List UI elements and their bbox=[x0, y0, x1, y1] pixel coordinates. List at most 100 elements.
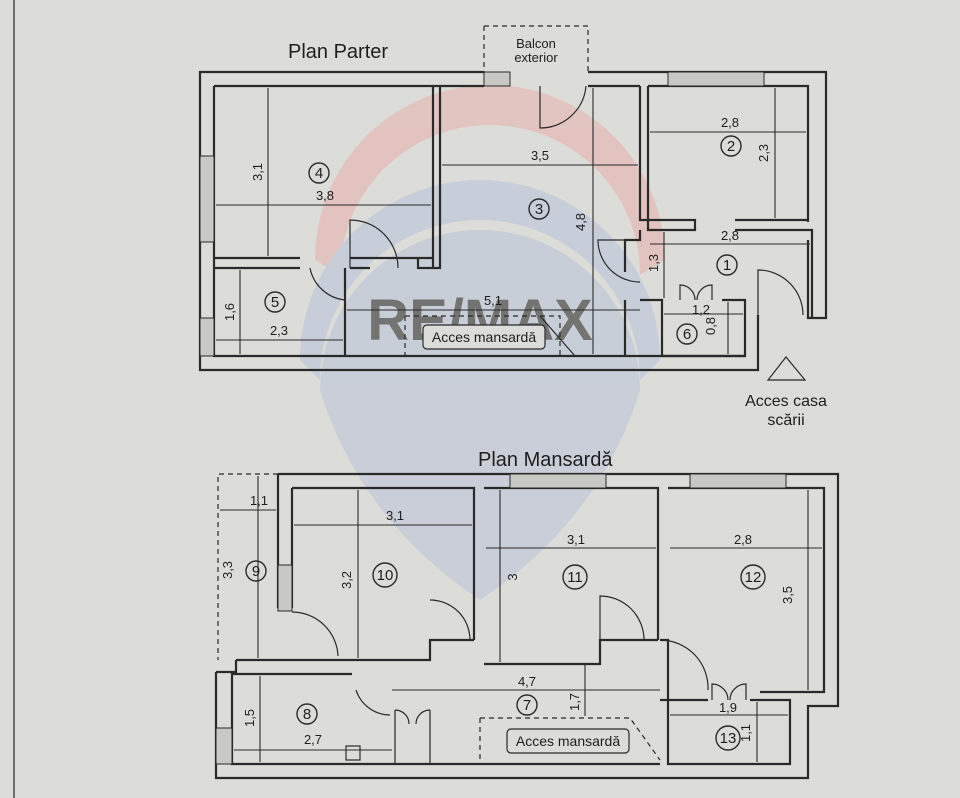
door-room-1 bbox=[597, 239, 641, 283]
watermark-balloon-top bbox=[315, 85, 665, 275]
dimension-label-room-9: 3,3 bbox=[220, 561, 235, 579]
window-room-8 bbox=[215, 727, 233, 765]
stair-access-triangle-icon bbox=[766, 356, 807, 381]
stair-access-label-line2: scării bbox=[767, 412, 804, 429]
ground-floor-title: Plan Parter bbox=[288, 41, 388, 63]
room-number: 13 bbox=[720, 730, 737, 747]
attic-access-label-attic: Acces mansardă bbox=[516, 733, 620, 749]
door-entrance bbox=[757, 269, 804, 316]
room-12-bottom-left-wall bbox=[660, 638, 670, 700]
dimension-label-room-3: 3,5 bbox=[531, 148, 549, 163]
window-room-10 bbox=[277, 564, 293, 612]
dimension-label-room-1: 2,8 bbox=[721, 228, 739, 243]
room-marker-2: 2 bbox=[720, 135, 742, 157]
remax-watermark: RE/MAX bbox=[300, 85, 665, 600]
ground-stairs bbox=[404, 315, 561, 356]
room-5-walls bbox=[214, 266, 370, 356]
window-room-12 bbox=[689, 473, 787, 489]
door-room-5 bbox=[309, 267, 346, 301]
attic-access-label-ground: Acces mansardă bbox=[432, 329, 536, 345]
dimension-label-room-7: 4,7 bbox=[518, 674, 536, 689]
dimension-label-room-12: 3,5 bbox=[780, 586, 795, 604]
dimension-label-room-13: 1,9 bbox=[719, 700, 737, 715]
dimension-values: 3,13,83,54,82,82,32,81,31,62,35,11,20,81… bbox=[220, 115, 795, 747]
door-room-8 bbox=[355, 689, 391, 716]
window-room-11 bbox=[509, 473, 607, 489]
dimension-label-room-7: 1,7 bbox=[567, 693, 582, 711]
attic-access-box-attic bbox=[506, 728, 630, 754]
dimension-label-room-3: 4,8 bbox=[573, 213, 588, 231]
room-marker-11: 11 bbox=[562, 564, 588, 590]
room-marker-6: 6 bbox=[676, 323, 698, 345]
room-number: 4 bbox=[315, 165, 323, 182]
door-room-13 bbox=[711, 683, 747, 701]
balcony-outline bbox=[483, 25, 589, 74]
dimension-label-room-13: 1,1 bbox=[738, 724, 753, 742]
room-number: 9 bbox=[252, 563, 260, 580]
dimension-label-room-4: 3,1 bbox=[250, 163, 265, 181]
attic-access-box-ground bbox=[422, 324, 546, 350]
attic-floor-plan: Plan Mansardă Acces mansardă bbox=[214, 449, 840, 780]
dimension-label-room-4: 3,8 bbox=[316, 188, 334, 203]
room-marker-5: 5 bbox=[264, 291, 286, 313]
window-room-2 bbox=[667, 71, 765, 87]
dimension-label-room-8: 1,5 bbox=[242, 709, 257, 727]
door-room-10b bbox=[429, 599, 471, 660]
room-number: 11 bbox=[567, 569, 583, 586]
ground-floor-plan: Plan Parter Balcon exterior bbox=[198, 25, 828, 429]
room-number: 8 bbox=[303, 706, 311, 723]
attic-small-fixture bbox=[345, 745, 361, 761]
dimension-label-room-11: 3,1 bbox=[567, 532, 585, 547]
attic-stairs bbox=[479, 717, 661, 764]
dimension-label-room-2: 2,8 bbox=[721, 115, 739, 130]
stair-access-label-line1: Acces casa bbox=[745, 393, 827, 410]
door-balcony bbox=[539, 85, 587, 129]
ground-dimension-lines bbox=[216, 88, 810, 354]
room-number: 2 bbox=[727, 138, 735, 155]
dimension-label-room-5: 2,3 bbox=[270, 323, 288, 338]
dimension-label-room-5: 1,6 bbox=[222, 303, 237, 321]
room-9-outline bbox=[217, 473, 278, 660]
room-number: 1 bbox=[723, 257, 731, 274]
balcony-label-line1: Balcon bbox=[516, 36, 556, 51]
room-marker-4: 4 bbox=[308, 162, 330, 184]
door-room-4 bbox=[349, 219, 399, 269]
window-room-5 bbox=[199, 317, 215, 357]
window-balcony-left bbox=[483, 71, 511, 87]
window-room-4 bbox=[199, 155, 215, 243]
room-marker-9: 9 bbox=[245, 560, 267, 582]
attic-floor-title: Plan Mansardă bbox=[478, 449, 613, 471]
closet-doors bbox=[394, 709, 431, 764]
dimension-label-room-11: 3 bbox=[505, 573, 520, 580]
room-10-11-bottom-walls bbox=[338, 638, 658, 666]
room-marker-8: 8 bbox=[296, 703, 318, 725]
dimension-label-room-10: 3,1 bbox=[386, 508, 404, 523]
room-2-walls bbox=[638, 86, 814, 318]
room-number: 3 bbox=[535, 201, 543, 218]
room-9-bottom-wall bbox=[216, 658, 338, 674]
dimension-label-room-10: 3,2 bbox=[339, 571, 354, 589]
door-room-10 bbox=[291, 611, 339, 657]
room-number: 10 bbox=[377, 567, 394, 584]
dimension-label-room-8: 2,7 bbox=[304, 732, 322, 747]
room-4-walls bbox=[214, 86, 435, 268]
dimension-label-room-9: 1,1 bbox=[250, 493, 268, 508]
attic-outer-wall bbox=[214, 472, 840, 780]
dimension-label-room-6: 1,2 bbox=[692, 302, 710, 317]
dimension-label-room-2: 2,3 bbox=[756, 144, 771, 162]
room-marker-13: 13 bbox=[715, 725, 741, 751]
room-number: 5 bbox=[271, 294, 279, 311]
door-room-12 bbox=[659, 639, 709, 691]
room-6-walls bbox=[623, 298, 747, 358]
room-number: 12 bbox=[745, 569, 762, 586]
room-marker-7: 7 bbox=[516, 694, 538, 716]
attic-dimension-lines bbox=[220, 476, 822, 762]
room-3-left-wall bbox=[416, 86, 442, 270]
watermark-balloon-bottom bbox=[320, 230, 640, 600]
room-marker-3: 3 bbox=[528, 198, 550, 220]
watermark-balloon-band bbox=[300, 180, 660, 380]
room-marker-1: 1 bbox=[716, 254, 738, 276]
room-number: 7 bbox=[523, 697, 531, 714]
